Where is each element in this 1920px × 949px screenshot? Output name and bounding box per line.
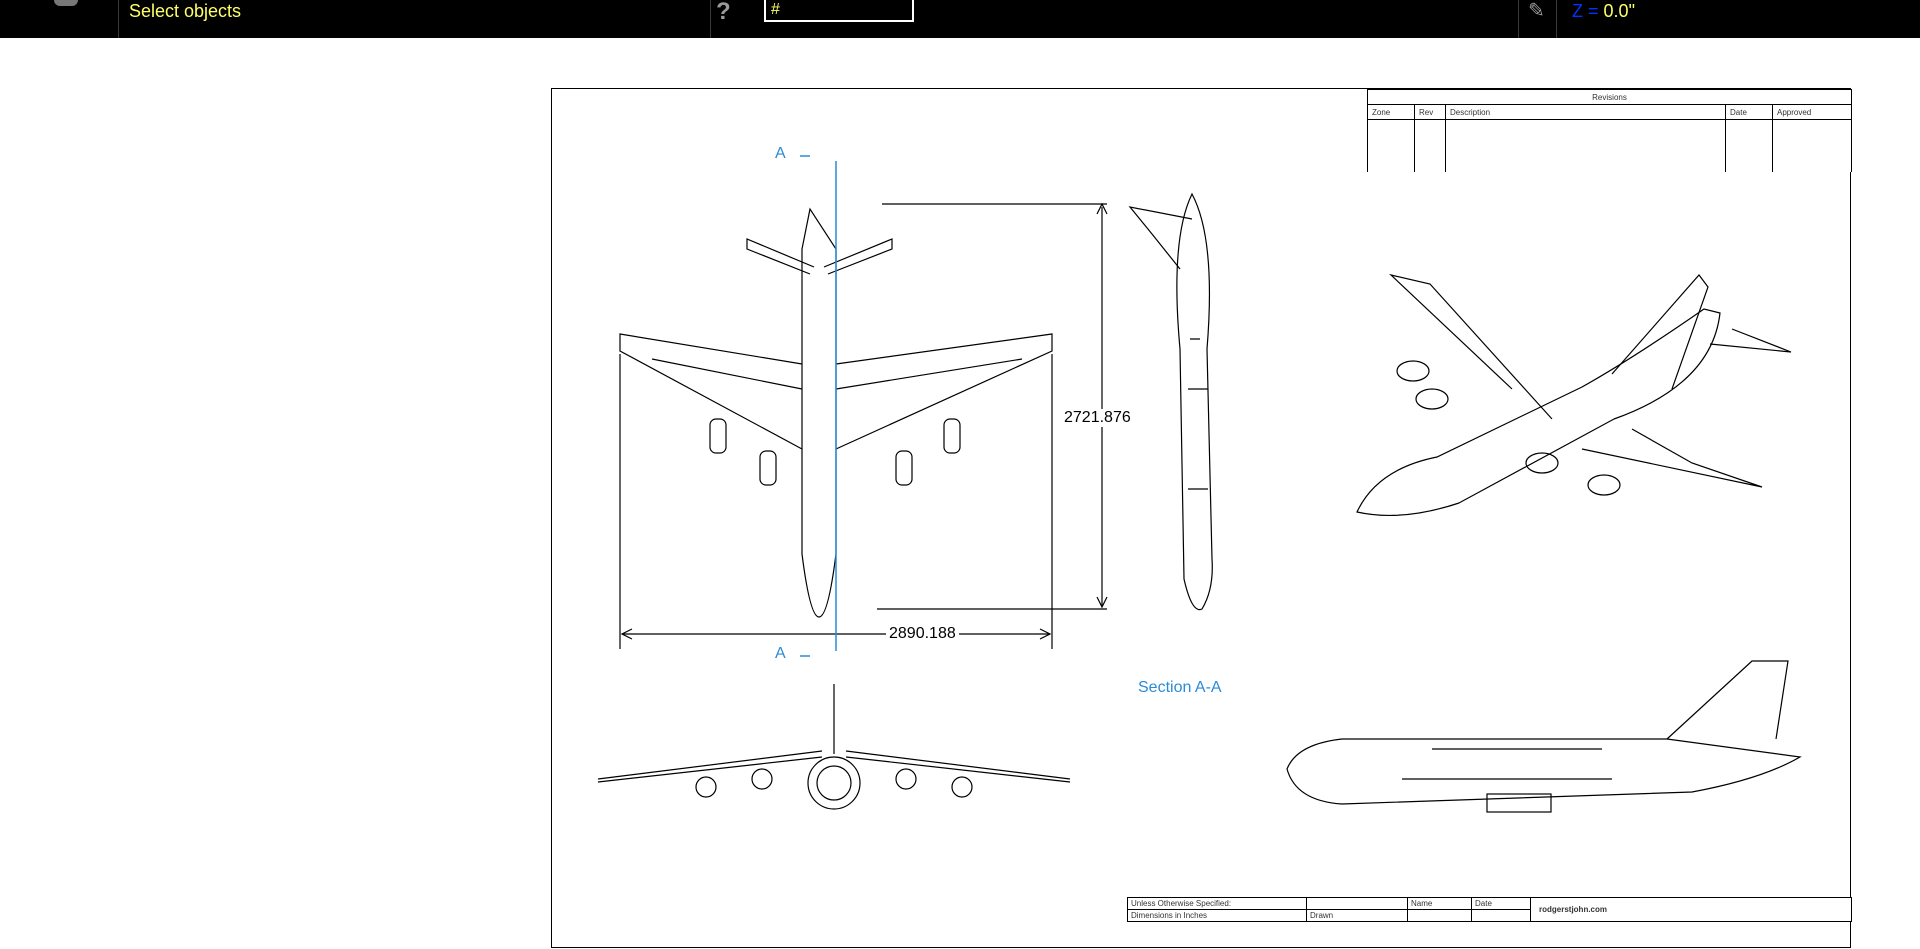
- spec-heading: Unless Otherwise Specified:: [1127, 897, 1307, 910]
- height-dimension-line: [877, 203, 1107, 610]
- isometric-fuselage: [1356, 308, 1721, 517]
- divider: [710, 0, 711, 38]
- engine: [695, 776, 717, 798]
- engine: [895, 450, 913, 486]
- revisions-header-zone: Zone: [1367, 104, 1415, 120]
- status-bar: Select objects ? ✎ Z = 0.0": [0, 0, 1920, 38]
- spec-line: Dimensions in Inches: [1127, 909, 1307, 922]
- command-prompt: Select objects: [129, 1, 242, 21]
- engine: [759, 450, 777, 486]
- divider: [1518, 0, 1519, 38]
- title-block-cell: [1306, 897, 1408, 910]
- top-view-tail: [746, 238, 893, 275]
- top-view-left-wing: [619, 333, 803, 450]
- z-coordinate-readout: Z = 0.0": [1572, 0, 1635, 22]
- z-equals: =: [1588, 1, 1599, 21]
- section-label: Section A-A: [1138, 679, 1222, 696]
- pencil-icon[interactable]: ✎: [1528, 0, 1545, 22]
- width-dimension-text: 2890.188: [886, 625, 959, 643]
- title-block: Unless Otherwise Specified: Name Date ro…: [1127, 897, 1852, 922]
- revisions-cell: [1445, 119, 1726, 172]
- side-view-fuselage: [1176, 192, 1213, 611]
- top-view-right-wing: [835, 333, 1053, 450]
- engine: [1525, 452, 1559, 474]
- engine: [895, 768, 917, 790]
- revisions-header-rev: Rev: [1414, 104, 1446, 120]
- revisions-cell: [1725, 119, 1773, 172]
- name-header: Name: [1407, 897, 1472, 910]
- title-block-cell: [1471, 909, 1531, 922]
- engine: [943, 418, 961, 454]
- divider: [1556, 0, 1557, 38]
- company-name: rodgerstjohn.com: [1530, 897, 1852, 922]
- question-icon[interactable]: ?: [716, 0, 731, 25]
- engine: [1396, 360, 1430, 382]
- z-label: Z: [1572, 1, 1583, 21]
- revisions-header-approved: Approved: [1772, 104, 1852, 120]
- revisions-cell: [1414, 119, 1446, 172]
- drawing-sheet[interactable]: A A Section A-A 2721.876 2890.188 Revisi…: [551, 88, 1852, 949]
- app-icon[interactable]: [54, 0, 78, 6]
- revisions-cell: [1367, 119, 1415, 172]
- section-view-fuselage: [1286, 738, 1802, 805]
- title-block-cell: [1407, 909, 1472, 922]
- revisions-header-description: Description: [1445, 104, 1726, 120]
- section-marker-top: A: [775, 145, 786, 162]
- drawn-label: Drawn: [1306, 909, 1408, 922]
- revisions-title: Revisions: [1367, 89, 1852, 105]
- front-view-wings: [597, 750, 1071, 783]
- engine: [1415, 388, 1449, 410]
- z-value: 0.0": [1603, 1, 1635, 21]
- engine: [751, 768, 773, 790]
- engine: [709, 418, 727, 454]
- engine: [951, 776, 973, 798]
- revisions-header-date: Date: [1725, 104, 1773, 120]
- divider: [118, 0, 119, 38]
- engine: [1587, 474, 1621, 496]
- command-input[interactable]: [764, 0, 914, 22]
- revisions-cell: [1772, 119, 1852, 172]
- front-view-fuselage: [807, 756, 861, 810]
- height-dimension-text: 2721.876: [1061, 409, 1134, 427]
- revisions-table: Revisions Zone Rev Description Date Appr…: [1367, 89, 1852, 172]
- section-marker-bottom: A: [775, 645, 786, 662]
- aircraft-drawing[interactable]: [552, 89, 1852, 949]
- date-header: Date: [1471, 897, 1531, 910]
- top-view-fuselage: [801, 207, 837, 618]
